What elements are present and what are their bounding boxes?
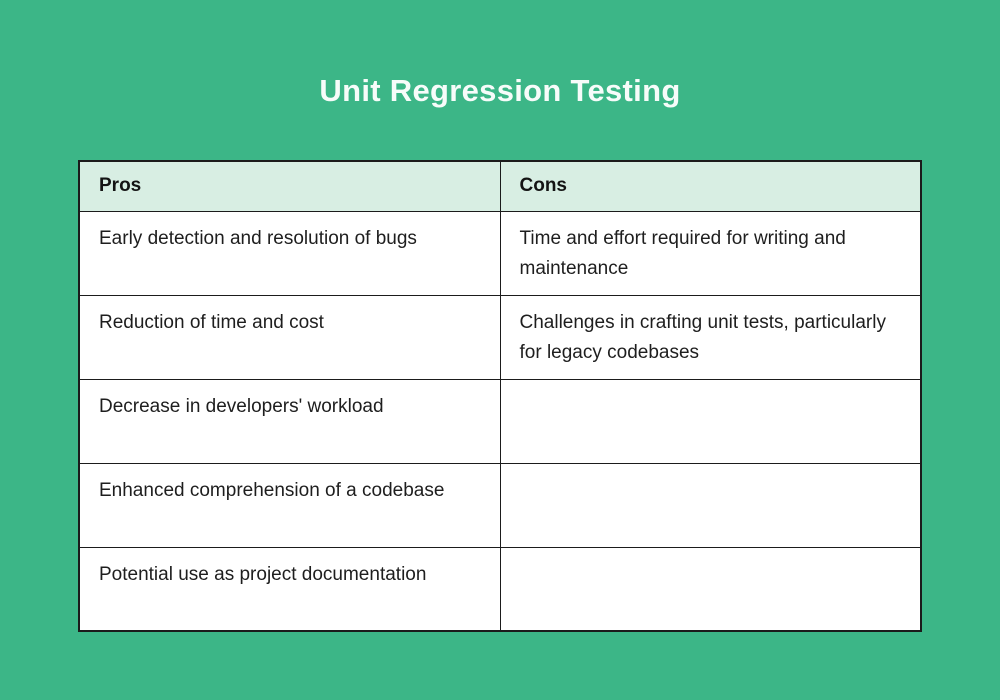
column-header-pros: Pros	[78, 160, 501, 212]
column-header-cons: Cons	[499, 160, 922, 212]
table-row: Decrease in developers' workload	[78, 378, 922, 464]
table-header-row: Pros Cons	[78, 160, 922, 212]
pros-cell: Early detection and resolution of bugs	[78, 210, 501, 296]
table-row: Potential use as project documentation	[78, 546, 922, 632]
pros-cell: Enhanced comprehension of a codebase	[78, 462, 501, 548]
pros-cell: Decrease in developers' workload	[78, 378, 501, 464]
pros-cell: Potential use as project documentation	[78, 546, 501, 632]
cons-cell: Challenges in crafting unit tests, parti…	[499, 294, 922, 380]
table-row: Reduction of time and cost Challenges in…	[78, 294, 922, 380]
cons-cell	[499, 462, 922, 548]
cons-cell	[499, 546, 922, 632]
cons-cell	[499, 378, 922, 464]
page-title: Unit Regression Testing	[319, 73, 681, 108]
table-row: Early detection and resolution of bugs T…	[78, 210, 922, 296]
cons-cell: Time and effort required for writing and…	[499, 210, 922, 296]
table-row: Enhanced comprehension of a codebase	[78, 462, 922, 548]
pros-cons-table: Pros Cons Early detection and resolution…	[78, 160, 922, 632]
pros-cell: Reduction of time and cost	[78, 294, 501, 380]
